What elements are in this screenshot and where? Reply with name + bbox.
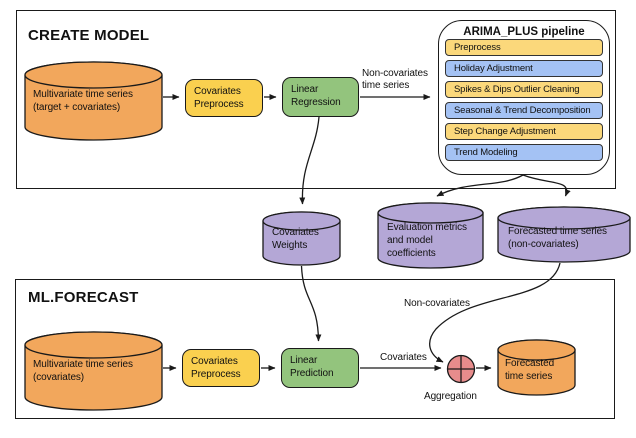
pipeline-step-spikes-dips: Spikes & Dips Outlier Cleaning bbox=[445, 81, 603, 98]
covariates-weights-cylinder bbox=[262, 211, 341, 266]
forecast-noncovariates-cylinder bbox=[497, 206, 631, 263]
create-model-title: CREATE MODEL bbox=[28, 27, 150, 44]
evaluation-metrics-label: Evaluation metrics and model coefficient… bbox=[387, 222, 467, 259]
pipeline-title: ARIMA_PLUS pipeline bbox=[463, 26, 585, 38]
flow-arrows bbox=[163, 94, 571, 371]
arrow-regression-to-weights bbox=[299, 116, 320, 205]
arrow-pipeline-to-forecast-noncov bbox=[522, 174, 571, 197]
input-timeseries-cylinder bbox=[24, 61, 163, 141]
pipeline-step-seasonal-trend: Seasonal & Trend Decomposition bbox=[445, 102, 603, 119]
pipeline-step-step-change: Step Change Adjustment bbox=[445, 123, 603, 140]
arrow-noncov-to-aggregation bbox=[429, 262, 561, 363]
arrow-weights-to-prediction bbox=[300, 265, 322, 342]
noncovariates-timeseries-edge-label: Non-covariates time series bbox=[362, 68, 428, 91]
forecast-output-cylinder bbox=[497, 339, 576, 396]
input-covariates-label: Multivariate time series (covariates) bbox=[33, 359, 133, 383]
aggregation-label: Aggregation bbox=[424, 391, 477, 402]
linear-prediction-box: Linear Prediction bbox=[281, 348, 359, 388]
linear-regression-box: Linear Regression bbox=[282, 77, 359, 117]
covariates-preprocess-box-predict: Covariates Preprocess bbox=[182, 349, 260, 387]
evaluation-metrics-cylinder bbox=[377, 202, 484, 269]
arrow-pipeline-to-evaluation bbox=[436, 174, 524, 197]
covariates-weights-label: Covariates Weights bbox=[272, 227, 319, 251]
pipeline-step-trend-modeling: Trend Modeling bbox=[445, 144, 603, 161]
covariates-edge-label: Covariates bbox=[380, 352, 427, 363]
pipeline-step-preprocess: Preprocess bbox=[445, 39, 603, 56]
input-covariates-cylinder bbox=[24, 331, 163, 411]
covariates-preprocess-box-train: Covariates Preprocess bbox=[185, 79, 263, 117]
aggregation-operator-icon bbox=[446, 354, 476, 384]
input-timeseries-label: Multivariate time series (target + covar… bbox=[33, 89, 133, 113]
ml-forecast-title: ML.FORECAST bbox=[28, 289, 139, 306]
noncovariates-edge-label: Non-covariates bbox=[404, 298, 470, 309]
pipeline-step-holiday-adjustment: Holiday Adjustment bbox=[445, 60, 603, 77]
forecast-output-label: Forecasted time series bbox=[505, 358, 555, 382]
forecast-noncovariates-label: Forecasted time series (non-covariates) bbox=[508, 226, 607, 250]
arima-plus-pipeline-container: ARIMA_PLUS pipeline Preprocess Holiday A… bbox=[438, 20, 610, 175]
